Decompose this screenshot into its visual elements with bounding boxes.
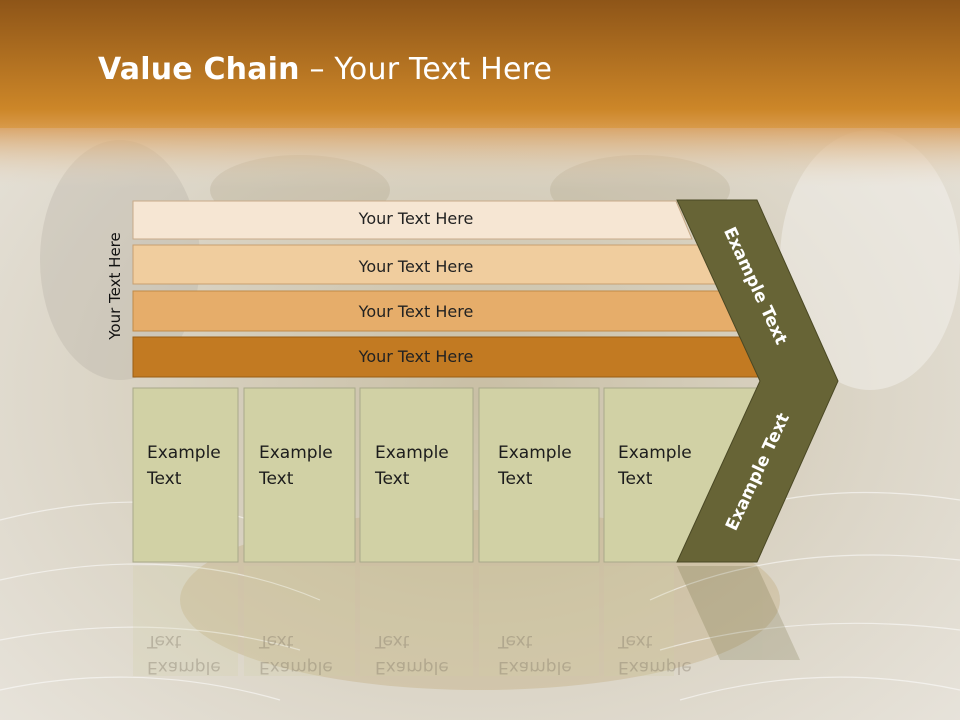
activity-1-line1: Example — [147, 443, 221, 463]
row-bar-1 — [132, 200, 693, 240]
row-label-2: Your Text Here — [358, 257, 474, 276]
activity-2-line2: Text — [259, 469, 294, 489]
margin-chevron — [676, 199, 839, 563]
activity-5-line1: Example — [618, 443, 692, 463]
activity-4-line2: Text — [498, 469, 533, 489]
activity-box-4 — [478, 387, 600, 563]
activity-3-line1: Example — [375, 443, 449, 463]
activity-1-line2: Text — [147, 469, 182, 489]
activity-box-2 — [243, 387, 356, 563]
title-rest: – Your Text Here — [299, 52, 553, 87]
row-label-1: Your Text Here — [358, 209, 474, 228]
activity-4-line1: Example — [498, 443, 572, 463]
title-bold: Value Chain — [98, 52, 300, 87]
activity-2-line1: Example — [259, 443, 333, 463]
activity-box-1 — [132, 387, 239, 563]
activity-box-3 — [359, 387, 474, 563]
slide-title: Value Chain – Your Text Here — [98, 52, 552, 87]
activity-3-line2: Text — [375, 469, 410, 489]
activity-5-line2: Text — [618, 469, 653, 489]
row-label-4: Your Text Here — [358, 347, 474, 366]
row-label-3: Your Text Here — [358, 302, 474, 321]
